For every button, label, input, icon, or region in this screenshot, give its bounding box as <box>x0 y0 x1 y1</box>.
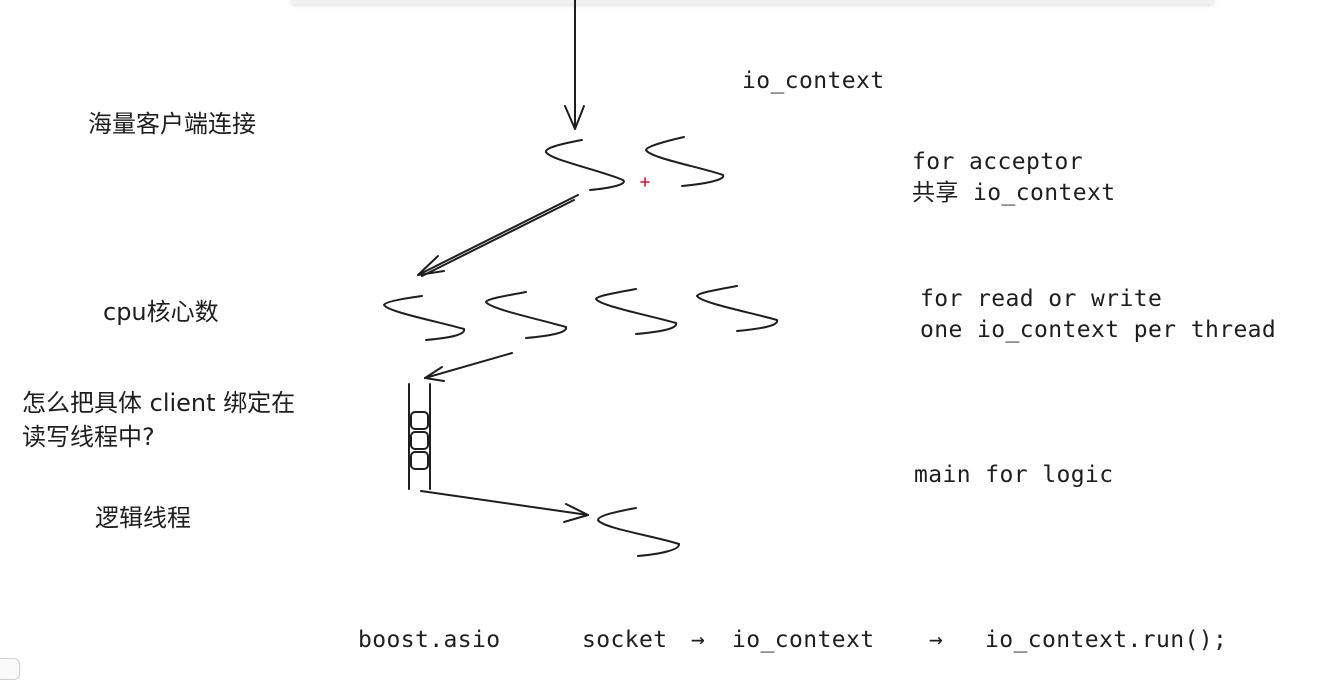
bind-question-line2: 读写线程中? <box>22 423 155 451</box>
queue-to-logic-arrow <box>420 490 589 523</box>
cpu-cores-label: cpu核心数 <box>103 298 219 326</box>
worker-thread-squiggle <box>383 295 466 341</box>
workers-to-queue-arrow <box>424 352 513 382</box>
bottom-socket-label: socket <box>582 627 668 653</box>
io-context-label: io_context <box>742 68 885 94</box>
message-queue <box>408 383 431 490</box>
worker-thread-squiggle <box>485 291 567 339</box>
worker-thread-squiggle <box>595 288 677 335</box>
incoming-arrow <box>564 0 585 130</box>
acceptor-thread-squiggle <box>645 136 725 187</box>
read-write-note-line2: one io_context per thread <box>920 317 1277 343</box>
bottom-arrow-2: → <box>929 627 944 653</box>
read-write-note-line1: for read or write <box>920 286 1163 312</box>
bottom-arrow-1: → <box>691 627 706 653</box>
logic-thread-label: 逻辑线程 <box>95 504 191 532</box>
acceptor-to-workers-arrow <box>417 194 579 277</box>
bottom-io-context-label: io_context <box>732 627 875 653</box>
massive-clients-label: 海量客户端连接 <box>88 110 256 138</box>
acceptor-note: for acceptor 共享 io_context <box>912 147 1116 209</box>
red-cross-marker <box>640 177 650 187</box>
bind-question-line1: 怎么把具体 client 绑定在 <box>22 389 296 417</box>
bind-question: 怎么把具体 client 绑定在 读写线程中? <box>22 386 295 454</box>
corner-widget[interactable] <box>0 658 20 680</box>
worker-thread-squiggle <box>696 285 778 332</box>
logic-thread-squiggle <box>597 507 680 557</box>
bottom-boost-label: boost.asio <box>358 627 501 653</box>
read-write-note: for read or write one io_context per thr… <box>920 284 1276 346</box>
acceptor-note-line2: 共享 io_context <box>912 180 1116 206</box>
acceptor-note-line1: for acceptor <box>912 149 1083 175</box>
bottom-run-label: io_context.run(); <box>985 627 1228 653</box>
top-toolbar-edge <box>290 0 1215 4</box>
acceptor-thread-squiggle <box>545 139 625 191</box>
main-logic-note: main for logic <box>914 462 1114 488</box>
